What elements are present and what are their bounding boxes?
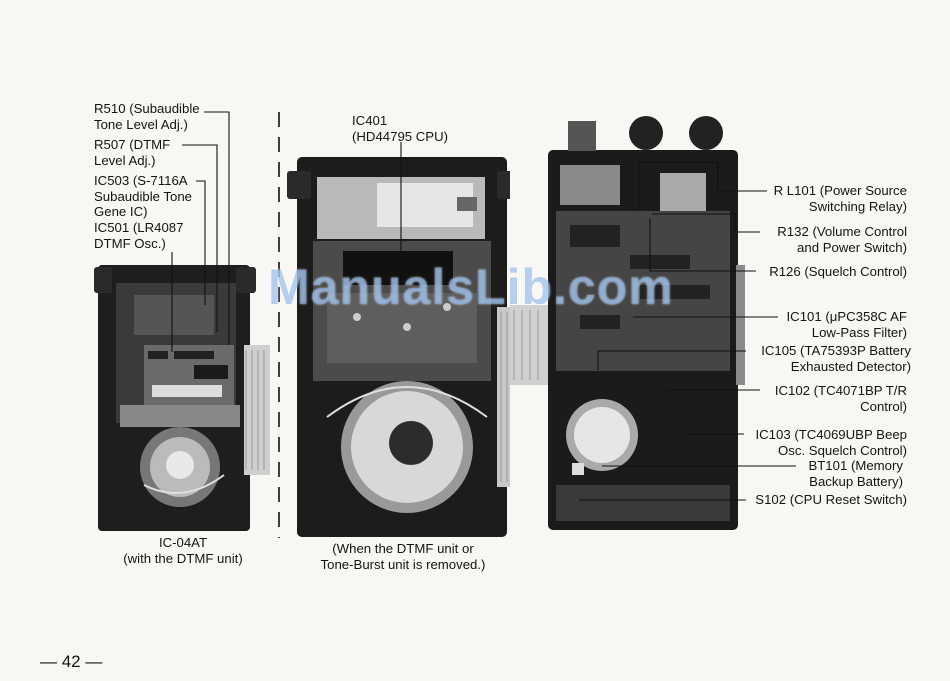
label-bt101: BT101 (Memory Backup Battery)	[808, 458, 903, 489]
caption-center: (When the DTMF unit or Tone-Burst unit i…	[320, 541, 486, 572]
label-s102: S102 (CPU Reset Switch)	[755, 492, 907, 507]
label-ic501: IC501 (LR4087 DTMF Osc.)	[94, 220, 184, 251]
label-ic101: IC101 (μPC358C AF Low-Pass Filter)	[786, 309, 907, 340]
left-photo	[94, 255, 272, 533]
label-ic102: IC102 (TC4071BP T/R Control)	[774, 383, 907, 414]
label-r507: R507 (DTMF Level Adj.)	[94, 137, 171, 168]
label-r132: R132 (Volume Control and Power Switch)	[777, 224, 907, 255]
right-photo	[510, 115, 745, 533]
label-rl101: R L101 (Power Source Switching Relay)	[773, 183, 907, 214]
caption-left: IC-04AT (with the DTMF unit)	[123, 535, 243, 566]
label-r126: R126 (Squelch Control)	[769, 264, 907, 279]
label-ic103: IC103 (TC4069UBP Beep Osc. Squelch Contr…	[755, 427, 907, 458]
watermark: ManualsLib.com	[268, 259, 674, 315]
label-ic503: IC503 (S-7116A Subaudible Tone Gene IC)	[94, 173, 193, 219]
label-ic105: IC105 (TA75393P Battery Exhausted Detect…	[761, 343, 911, 374]
page-number: — 42 —	[40, 652, 103, 671]
label-ic401: IC401 (HD44795 CPU)	[352, 113, 449, 144]
label-r510: R510 (Subaudible Tone Level Adj.)	[94, 101, 200, 132]
